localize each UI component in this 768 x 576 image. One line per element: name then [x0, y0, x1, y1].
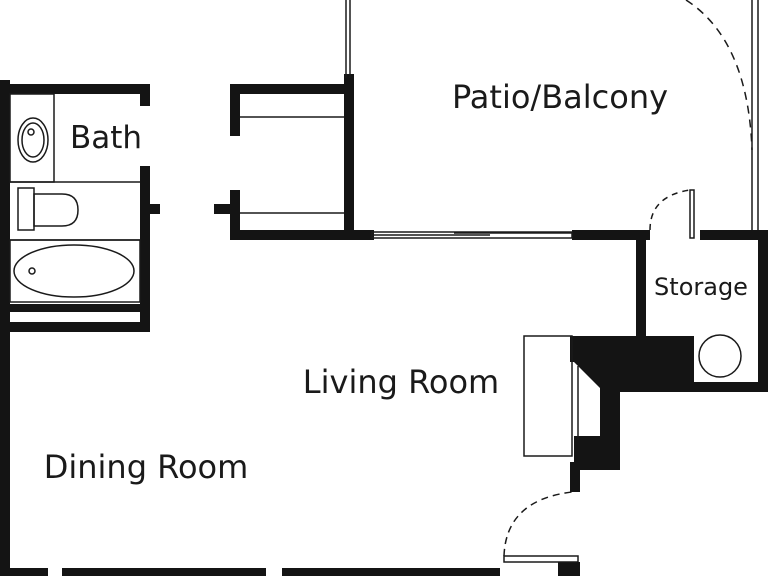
room-label-living: Living Room — [303, 363, 499, 401]
thin-lines — [9, 0, 759, 563]
walls — [0, 74, 768, 576]
bath-sink-inner — [21, 122, 45, 158]
wall-closet-right — [344, 74, 354, 240]
fireplace-hearth — [523, 335, 573, 457]
wall-bottom-1 — [0, 568, 48, 576]
toilet-tank — [17, 187, 35, 231]
toilet-bowl — [33, 193, 79, 227]
bathtub-basin — [13, 244, 135, 298]
wall-closet-top — [230, 84, 354, 94]
room-label-storage: Storage — [654, 273, 748, 301]
wall-storage-bottom — [694, 382, 768, 392]
wall-storage-left — [636, 230, 646, 336]
entry-door-leaf — [503, 555, 579, 563]
wall-closet-stub — [214, 204, 230, 214]
storage-round-fixture — [698, 334, 742, 378]
wall-bath-right — [140, 166, 150, 332]
wall-bath-bottom-2 — [0, 322, 150, 332]
wall-closet-left-upper — [230, 84, 240, 136]
wall-bath-top-stub — [140, 84, 150, 106]
bath-sink-outer — [17, 117, 49, 163]
wall-storage-right — [758, 230, 768, 392]
wall-closet-left-lower — [230, 190, 240, 240]
wall-bath-right-stub — [150, 204, 160, 214]
sliding-door-frame — [371, 231, 573, 239]
wall-closet-bottom — [230, 230, 374, 240]
bath-sink-drain — [27, 128, 35, 136]
fireplace-mass — [570, 336, 694, 492]
storage-door-leaf — [689, 189, 695, 239]
bathtub-body — [9, 239, 141, 303]
entry-door-arc — [503, 491, 573, 557]
wall-bottom-3 — [282, 568, 500, 576]
wall-bath-bottom — [0, 304, 150, 312]
bath-vanity — [9, 93, 55, 183]
wall-patio-right-segment — [572, 230, 650, 240]
patio-swing-arc — [685, 0, 753, 151]
room-label-patio: Patio/Balcony — [452, 78, 668, 116]
wall-bath-top — [0, 84, 150, 94]
wall-storage-top-right — [700, 230, 768, 240]
bathtub-drain — [28, 267, 36, 275]
wall-bottom-2 — [62, 568, 266, 576]
room-label-dining: Dining Room — [44, 448, 249, 486]
room-label-bath: Bath — [70, 120, 142, 156]
storage-door-arc — [649, 189, 691, 231]
wall-bottom-4 — [558, 562, 580, 576]
